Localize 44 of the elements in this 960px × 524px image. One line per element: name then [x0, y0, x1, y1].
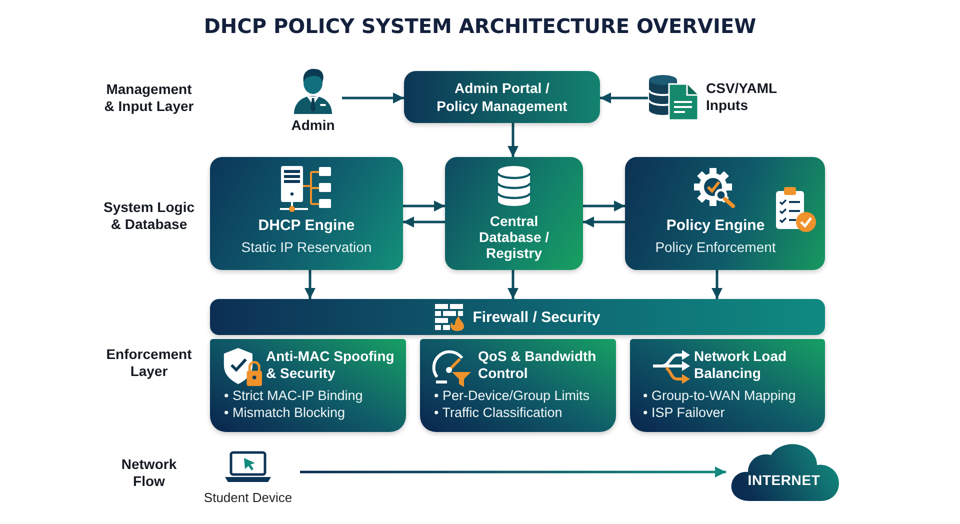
bullet-item: • Group-to-WAN Mapping [643, 387, 796, 404]
node-label: CSV/YAML Inputs [706, 80, 778, 114]
arrow [342, 92, 404, 104]
arrow [583, 216, 625, 228]
feature-card [420, 339, 616, 432]
box-title: DHCP Engine [258, 217, 355, 235]
arrow [403, 200, 445, 212]
feature-card [630, 339, 825, 432]
arrow [712, 270, 722, 299]
diagram-title: DHCP POLICY SYSTEM ARCHITECTURE OVERVIEW [204, 13, 756, 40]
bullet-item: • Per-Device/Group Limits [434, 387, 590, 404]
process-box [404, 71, 600, 123]
process-box [445, 157, 583, 270]
bullet-item: • Traffic Classification [434, 404, 562, 421]
security-bar [210, 299, 825, 335]
bar-title: Firewall / Security [472, 308, 600, 326]
cloud-label: INTERNET [748, 472, 820, 488]
bullet-item: • Strict MAC-IP Binding [224, 387, 363, 404]
arrow [583, 200, 625, 212]
box-title: Admin Portal / Policy Management [436, 79, 568, 115]
layer-label: Enforcement Layer [105, 346, 193, 380]
feature-card [210, 339, 406, 432]
bullet-item: • Mismatch Blocking [224, 404, 346, 421]
node-label: Admin [291, 117, 335, 134]
layer-label: Management & Input Layer [103, 81, 195, 115]
box-subtitle: Static IP Reservation [241, 238, 372, 256]
arrow [508, 123, 518, 157]
node-label: Student Device [204, 489, 292, 506]
process-box [210, 157, 403, 270]
arrow [403, 216, 445, 228]
arrow [300, 466, 726, 478]
layer-label: Network Flow [120, 456, 178, 490]
process-box [625, 157, 825, 270]
arrow [508, 270, 518, 299]
bullet-item: • ISP Failover [643, 404, 725, 421]
layer-label: System Logic & Database [102, 199, 196, 233]
box-title: QoS & Bandwidth Control [478, 348, 598, 382]
box-title: Central Database / Registry [478, 213, 550, 261]
box-title: Policy Engine [666, 217, 765, 235]
box-title: Anti-MAC Spoofing & Security [266, 348, 396, 382]
arrow [600, 92, 648, 104]
box-subtitle: Policy Enforcement [655, 238, 776, 256]
box-title: Network Load Balancing [694, 348, 788, 382]
arrow [304, 270, 316, 299]
